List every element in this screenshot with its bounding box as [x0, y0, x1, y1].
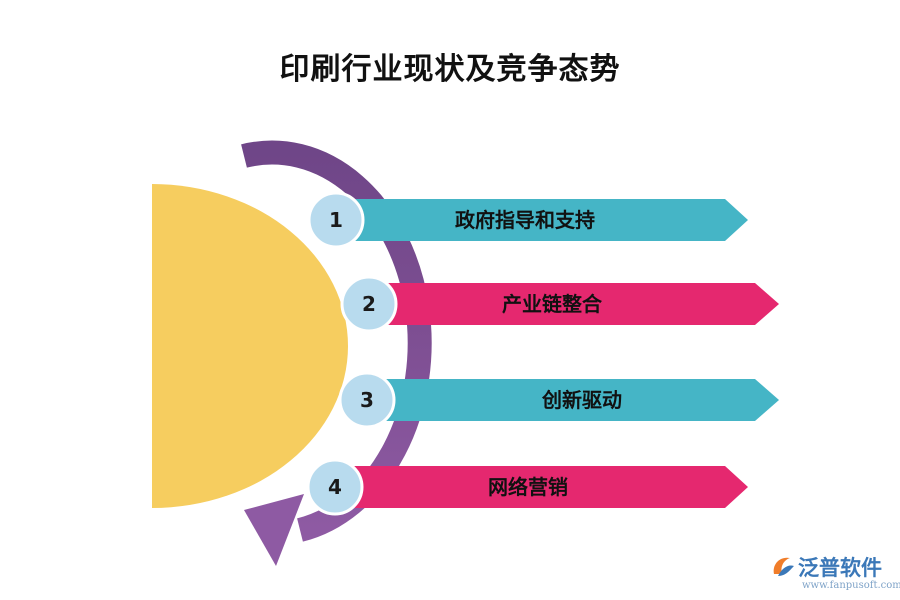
logo-mark-icon: [773, 557, 794, 576]
item-label-4: 网络营销: [488, 475, 568, 499]
item-label-1: 政府指导和支持: [455, 208, 595, 232]
item-number-4: 4: [328, 475, 342, 499]
item-number-circle-3: [338, 371, 396, 429]
logo-name: 泛普软件: [798, 556, 882, 580]
semicircle-shape: [152, 184, 348, 508]
item-arrow-2: [382, 283, 779, 325]
item-label-3: 创新驱动: [541, 388, 622, 412]
logo-url: www.fanpusoft.com: [802, 580, 900, 591]
item-number-circle-2: [340, 275, 398, 333]
item-number-2: 2: [362, 292, 376, 316]
curved-arrowhead: [244, 494, 304, 566]
item-number-1: 1: [329, 208, 343, 232]
item-number-circle-4: [306, 458, 364, 516]
brand-logo: 泛普软件 www.fanpusoft.com: [770, 552, 900, 598]
item-number-3: 3: [360, 388, 374, 412]
item-number-circle-1: [307, 191, 365, 249]
page-title: 印刷行业现状及竞争态势: [279, 52, 621, 87]
item-arrow-4: [350, 466, 748, 508]
item-label-2: 产业链整合: [502, 292, 603, 316]
item-arrow-1: [352, 199, 748, 241]
item-arrow-3: [382, 379, 779, 421]
